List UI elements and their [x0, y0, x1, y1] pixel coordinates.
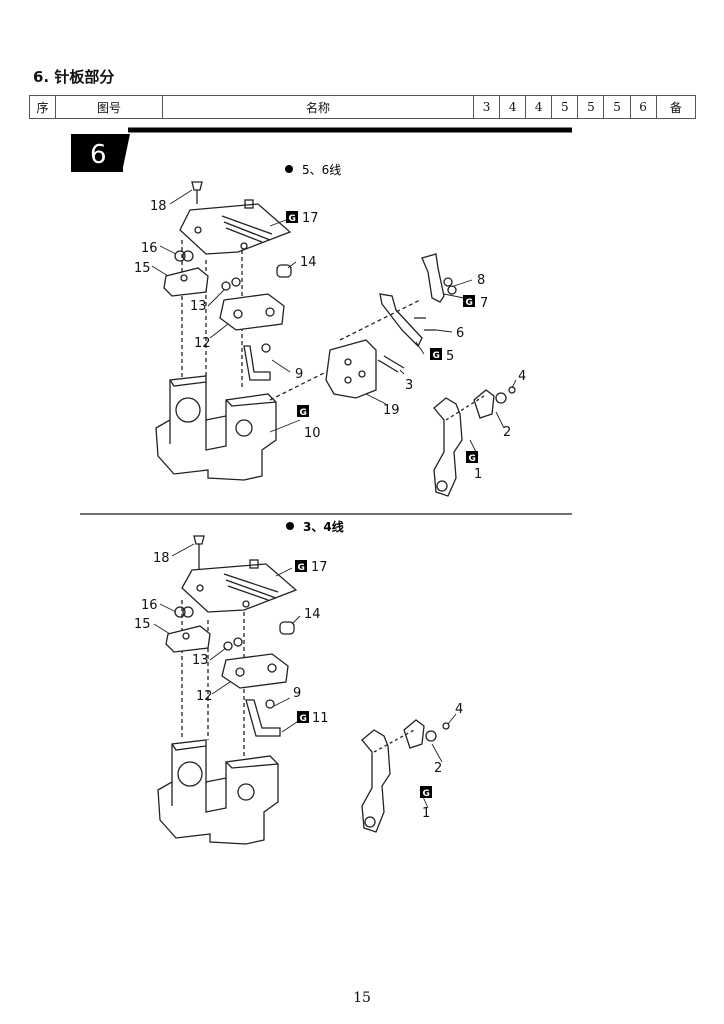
lower-g-marks: G G G [295, 560, 432, 799]
callout-number: 10 [304, 426, 321, 441]
callout-number: 14 [300, 255, 317, 270]
callout-number: 18 [153, 551, 170, 566]
header-cell: 4 [499, 95, 527, 119]
callout-number: 13 [192, 653, 209, 668]
section-title: 6. 针板部分 [33, 68, 115, 86]
callout-number: 11 [312, 711, 329, 726]
header-cell: 6 [629, 95, 657, 119]
callout-number: 1 [422, 806, 430, 821]
callout-number: 9 [293, 686, 301, 701]
page-number: 15 [353, 990, 371, 1006]
callout-number: 7 [480, 296, 488, 311]
callout-number: 2 [503, 425, 511, 440]
callout-number: 15 [134, 261, 151, 276]
callout-number: 16 [141, 598, 158, 613]
callout-number: 17 [302, 211, 319, 226]
upper-leader-lines [151, 189, 517, 457]
callout-number: 4 [455, 702, 463, 717]
callout-number: 14 [304, 607, 321, 622]
group2-heading: 3、4线 [303, 519, 344, 534]
g-mark: G [423, 789, 430, 799]
callout-number: 19 [383, 403, 400, 418]
callout-number: 6 [456, 326, 464, 341]
g-mark: G [298, 563, 305, 573]
g-mark: G [300, 408, 307, 418]
table-header-row: 序 图号 名称 3 4 4 5 5 5 6 备 [29, 95, 697, 119]
upper-g-marks: G G G G G [286, 211, 478, 464]
parts-table-header: 序 图号 名称 3 4 4 5 5 5 6 备 [29, 95, 697, 119]
group1-heading: 5、6线 [302, 163, 341, 177]
upper-assembly-drawing [155, 181, 516, 497]
callout-number: 15 [134, 617, 151, 632]
g-mark: G [469, 454, 476, 464]
callout-number: 3 [405, 378, 413, 393]
callout-number: 9 [295, 367, 303, 382]
header-cell: 5 [551, 95, 579, 119]
callout-number: 5 [446, 349, 454, 364]
header-cell: 名称 [162, 95, 474, 119]
header-cell: 图号 [55, 95, 163, 119]
callout-number: 1 [474, 467, 482, 482]
callout-number: 18 [150, 199, 167, 214]
callout-number: 8 [477, 273, 485, 288]
callout-number: 2 [434, 761, 442, 776]
bullet-icon [286, 522, 294, 530]
upper-callouts: 18 17 16 15 14 13 12 9 10 8 7 6 5 3 19 4… [134, 199, 526, 482]
bullet-icon [285, 165, 293, 173]
header-cell: 5 [603, 95, 631, 119]
g-mark: G [433, 351, 440, 361]
callout-number: 16 [141, 241, 158, 256]
header-cell: 备 [655, 95, 697, 119]
lower-callouts: 18 17 16 15 14 13 12 9 11 4 2 1 [134, 551, 463, 821]
lower-assembly-drawing [157, 535, 450, 845]
g-mark: G [300, 714, 307, 724]
callout-number: 12 [196, 689, 213, 704]
g-mark: G [466, 298, 473, 308]
callout-number: 4 [518, 369, 526, 384]
g-mark: G [289, 214, 296, 224]
callout-number: 12 [194, 336, 211, 351]
callout-number: 17 [311, 560, 328, 575]
figure-number: 6 [90, 140, 107, 170]
callout-number: 13 [190, 299, 207, 314]
figure-badge: 6 [71, 127, 572, 172]
